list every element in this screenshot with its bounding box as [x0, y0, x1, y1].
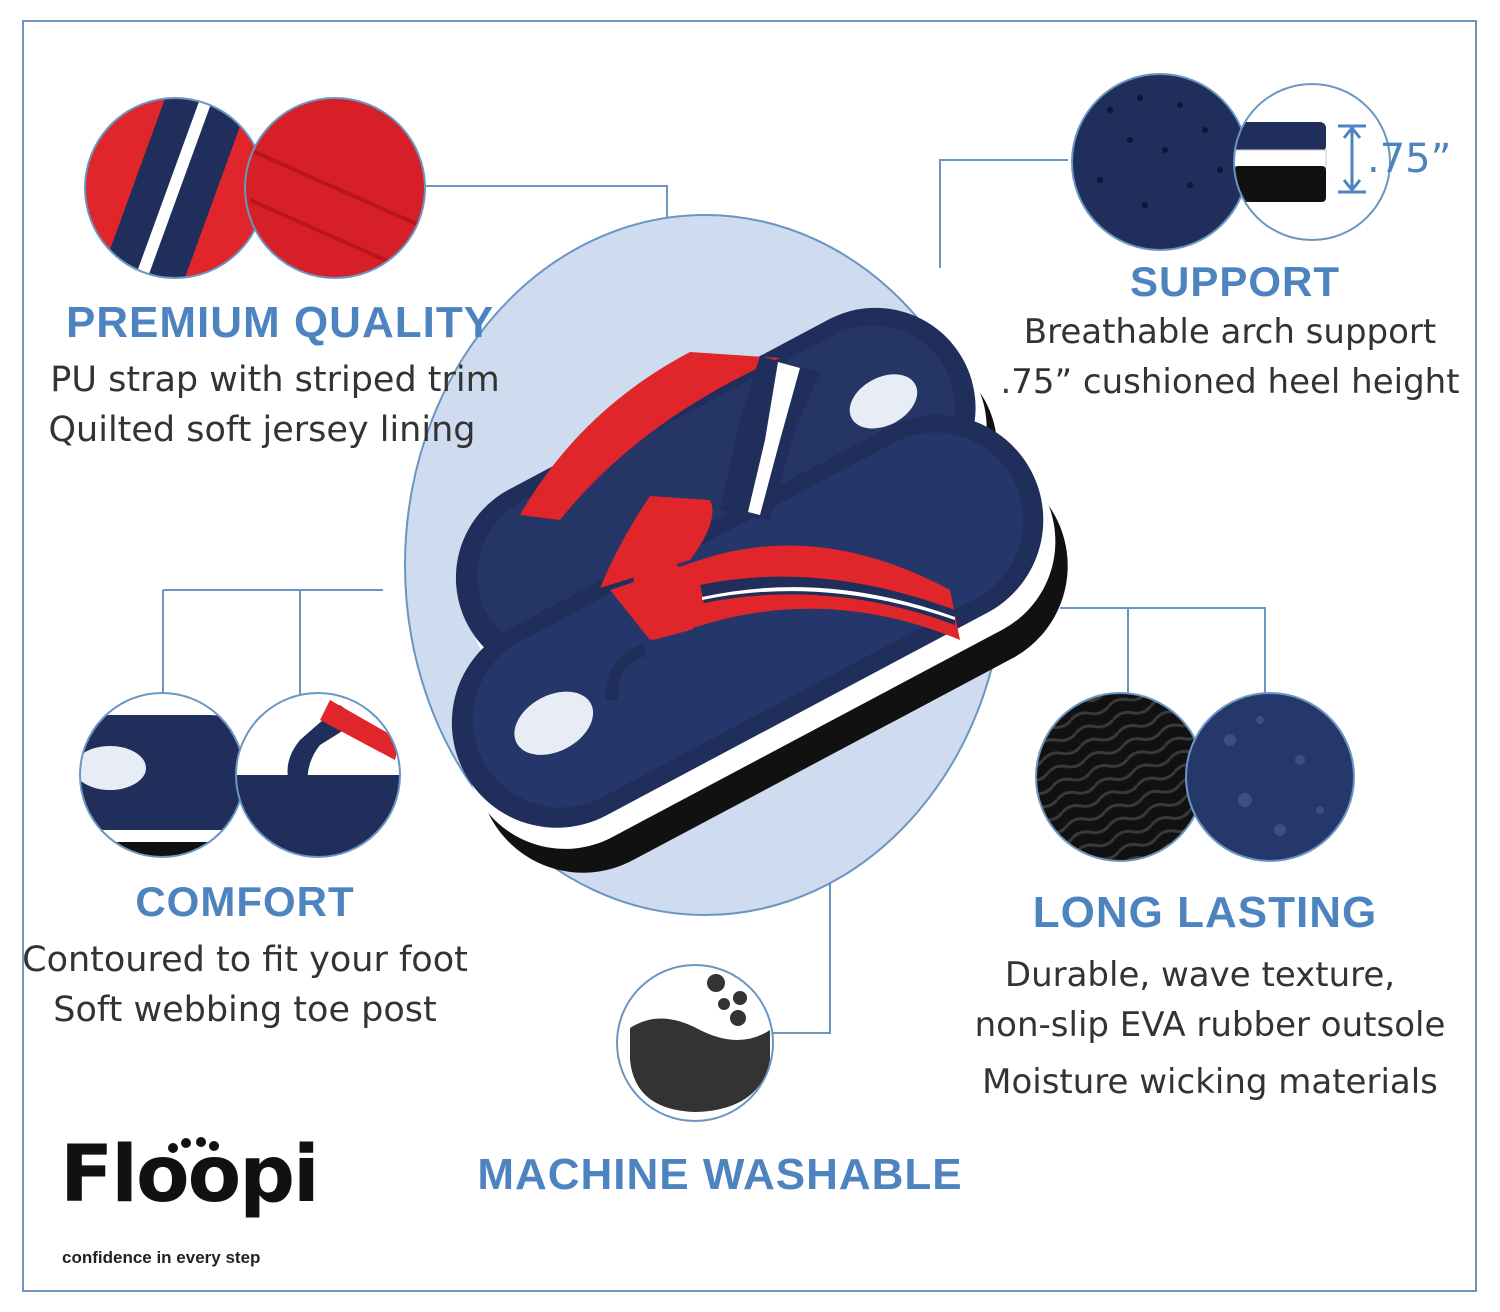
washing-water-icon: [616, 964, 774, 1122]
premium-quality-line-2: Quilted soft jersey lining: [48, 410, 476, 450]
long-lasting-line-1: Durable, wave texture,: [1004, 955, 1396, 995]
footprint-icon: [168, 1137, 219, 1153]
outer-frame: [22, 20, 1477, 1292]
comfort-line-1: Contoured to fit your foot: [22, 940, 468, 980]
sandal-image: [451, 307, 1068, 873]
comfort-line-2: Soft webbing toe post: [53, 990, 437, 1030]
long-lasting-moisture-closeup: [1185, 692, 1355, 862]
comfort-toe-post-closeup: [235, 692, 401, 858]
sandal-front: [451, 414, 1068, 873]
sandal-straps: [520, 352, 960, 701]
comfort-insole-closeup: [79, 692, 245, 858]
long-lasting-line-2: non-slip EVA rubber outsole: [974, 1005, 1446, 1045]
comfort-heading: COMFORT: [135, 878, 355, 925]
support-heel-closeup: [1233, 83, 1391, 241]
insole-logo-front: [514, 691, 594, 755]
heel-height-label: .75”: [1367, 136, 1452, 182]
support-line-2: .75” cushioned heel height: [1000, 362, 1460, 402]
support-heading: SUPPORT: [1129, 258, 1341, 305]
premium-quality-strap-closeup: [84, 97, 266, 279]
premium-quality-lining-closeup: [244, 97, 426, 279]
support-line-1: Breathable arch support: [1023, 312, 1437, 352]
insole-logo-back: [849, 374, 918, 429]
premium-quality-line-1: PU strap with striped trim: [50, 360, 500, 400]
machine-washable-heading: MACHINE WASHABLE: [477, 1150, 963, 1199]
long-lasting-outsole-closeup: [1035, 692, 1205, 862]
long-lasting-heading: LONG LASTING: [1032, 888, 1378, 937]
long-lasting-line-3: Moisture wicking materials: [982, 1062, 1438, 1102]
support-insole-closeup: [1071, 73, 1249, 251]
brand-tagline: confidence in every step: [62, 1248, 261, 1267]
premium-quality-heading: PREMIUM QUALITY: [65, 298, 495, 347]
brand-logo: Floopi: [60, 1130, 320, 1220]
heel-height-arrow: [1338, 124, 1366, 194]
